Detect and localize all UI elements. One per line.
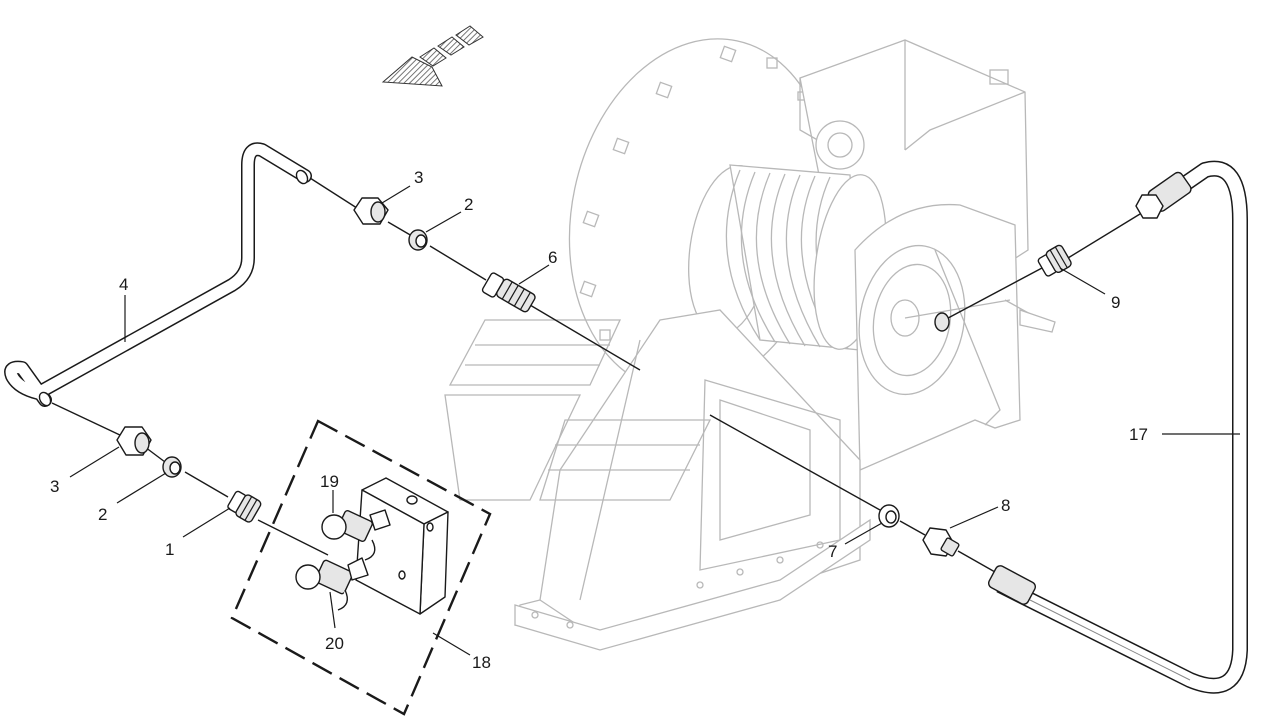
- assembly-centerlines: [51, 177, 1141, 573]
- callout-4: 4: [119, 275, 128, 294]
- sleeve-2-upper: [408, 229, 428, 251]
- callout-18: 18: [472, 653, 491, 672]
- pipe-4: [4, 142, 312, 407]
- callout-9: 9: [1111, 293, 1120, 312]
- direction-arrow-icon: [381, 25, 484, 87]
- fitting-6: [481, 272, 536, 313]
- leader-lines: [69, 185, 1240, 656]
- callout-6: 6: [548, 248, 557, 267]
- valve-19: [321, 509, 391, 561]
- fitting-9: [1037, 244, 1072, 277]
- callout-labels: 3 2 6 4 3 2 1 19 20 18 7 8 9 17: [50, 168, 1148, 672]
- callout-1: 1: [165, 540, 174, 559]
- winch-port-fitting: [934, 312, 950, 332]
- callout-3-lower: 3: [50, 477, 59, 496]
- washer-7: [878, 504, 900, 528]
- callout-19: 19: [320, 472, 339, 491]
- winch-assembly-background: [444, 38, 1056, 651]
- valve-20: [295, 557, 369, 611]
- callout-7: 7: [828, 542, 837, 561]
- callout-3-upper: 3: [414, 168, 423, 187]
- valve-block-18: [230, 419, 492, 716]
- sleeve-2-lower: [162, 456, 182, 478]
- callout-17: 17: [1129, 425, 1148, 444]
- fitting-1: [227, 490, 262, 523]
- callout-8: 8: [1001, 496, 1010, 515]
- hose-17: [988, 160, 1248, 694]
- callout-20: 20: [325, 634, 344, 653]
- callout-2-upper: 2: [464, 195, 473, 214]
- nut-3-upper: [353, 197, 389, 225]
- nut-3-lower: [116, 426, 152, 456]
- fitting-8: [922, 527, 960, 557]
- callout-2-lower: 2: [98, 505, 107, 524]
